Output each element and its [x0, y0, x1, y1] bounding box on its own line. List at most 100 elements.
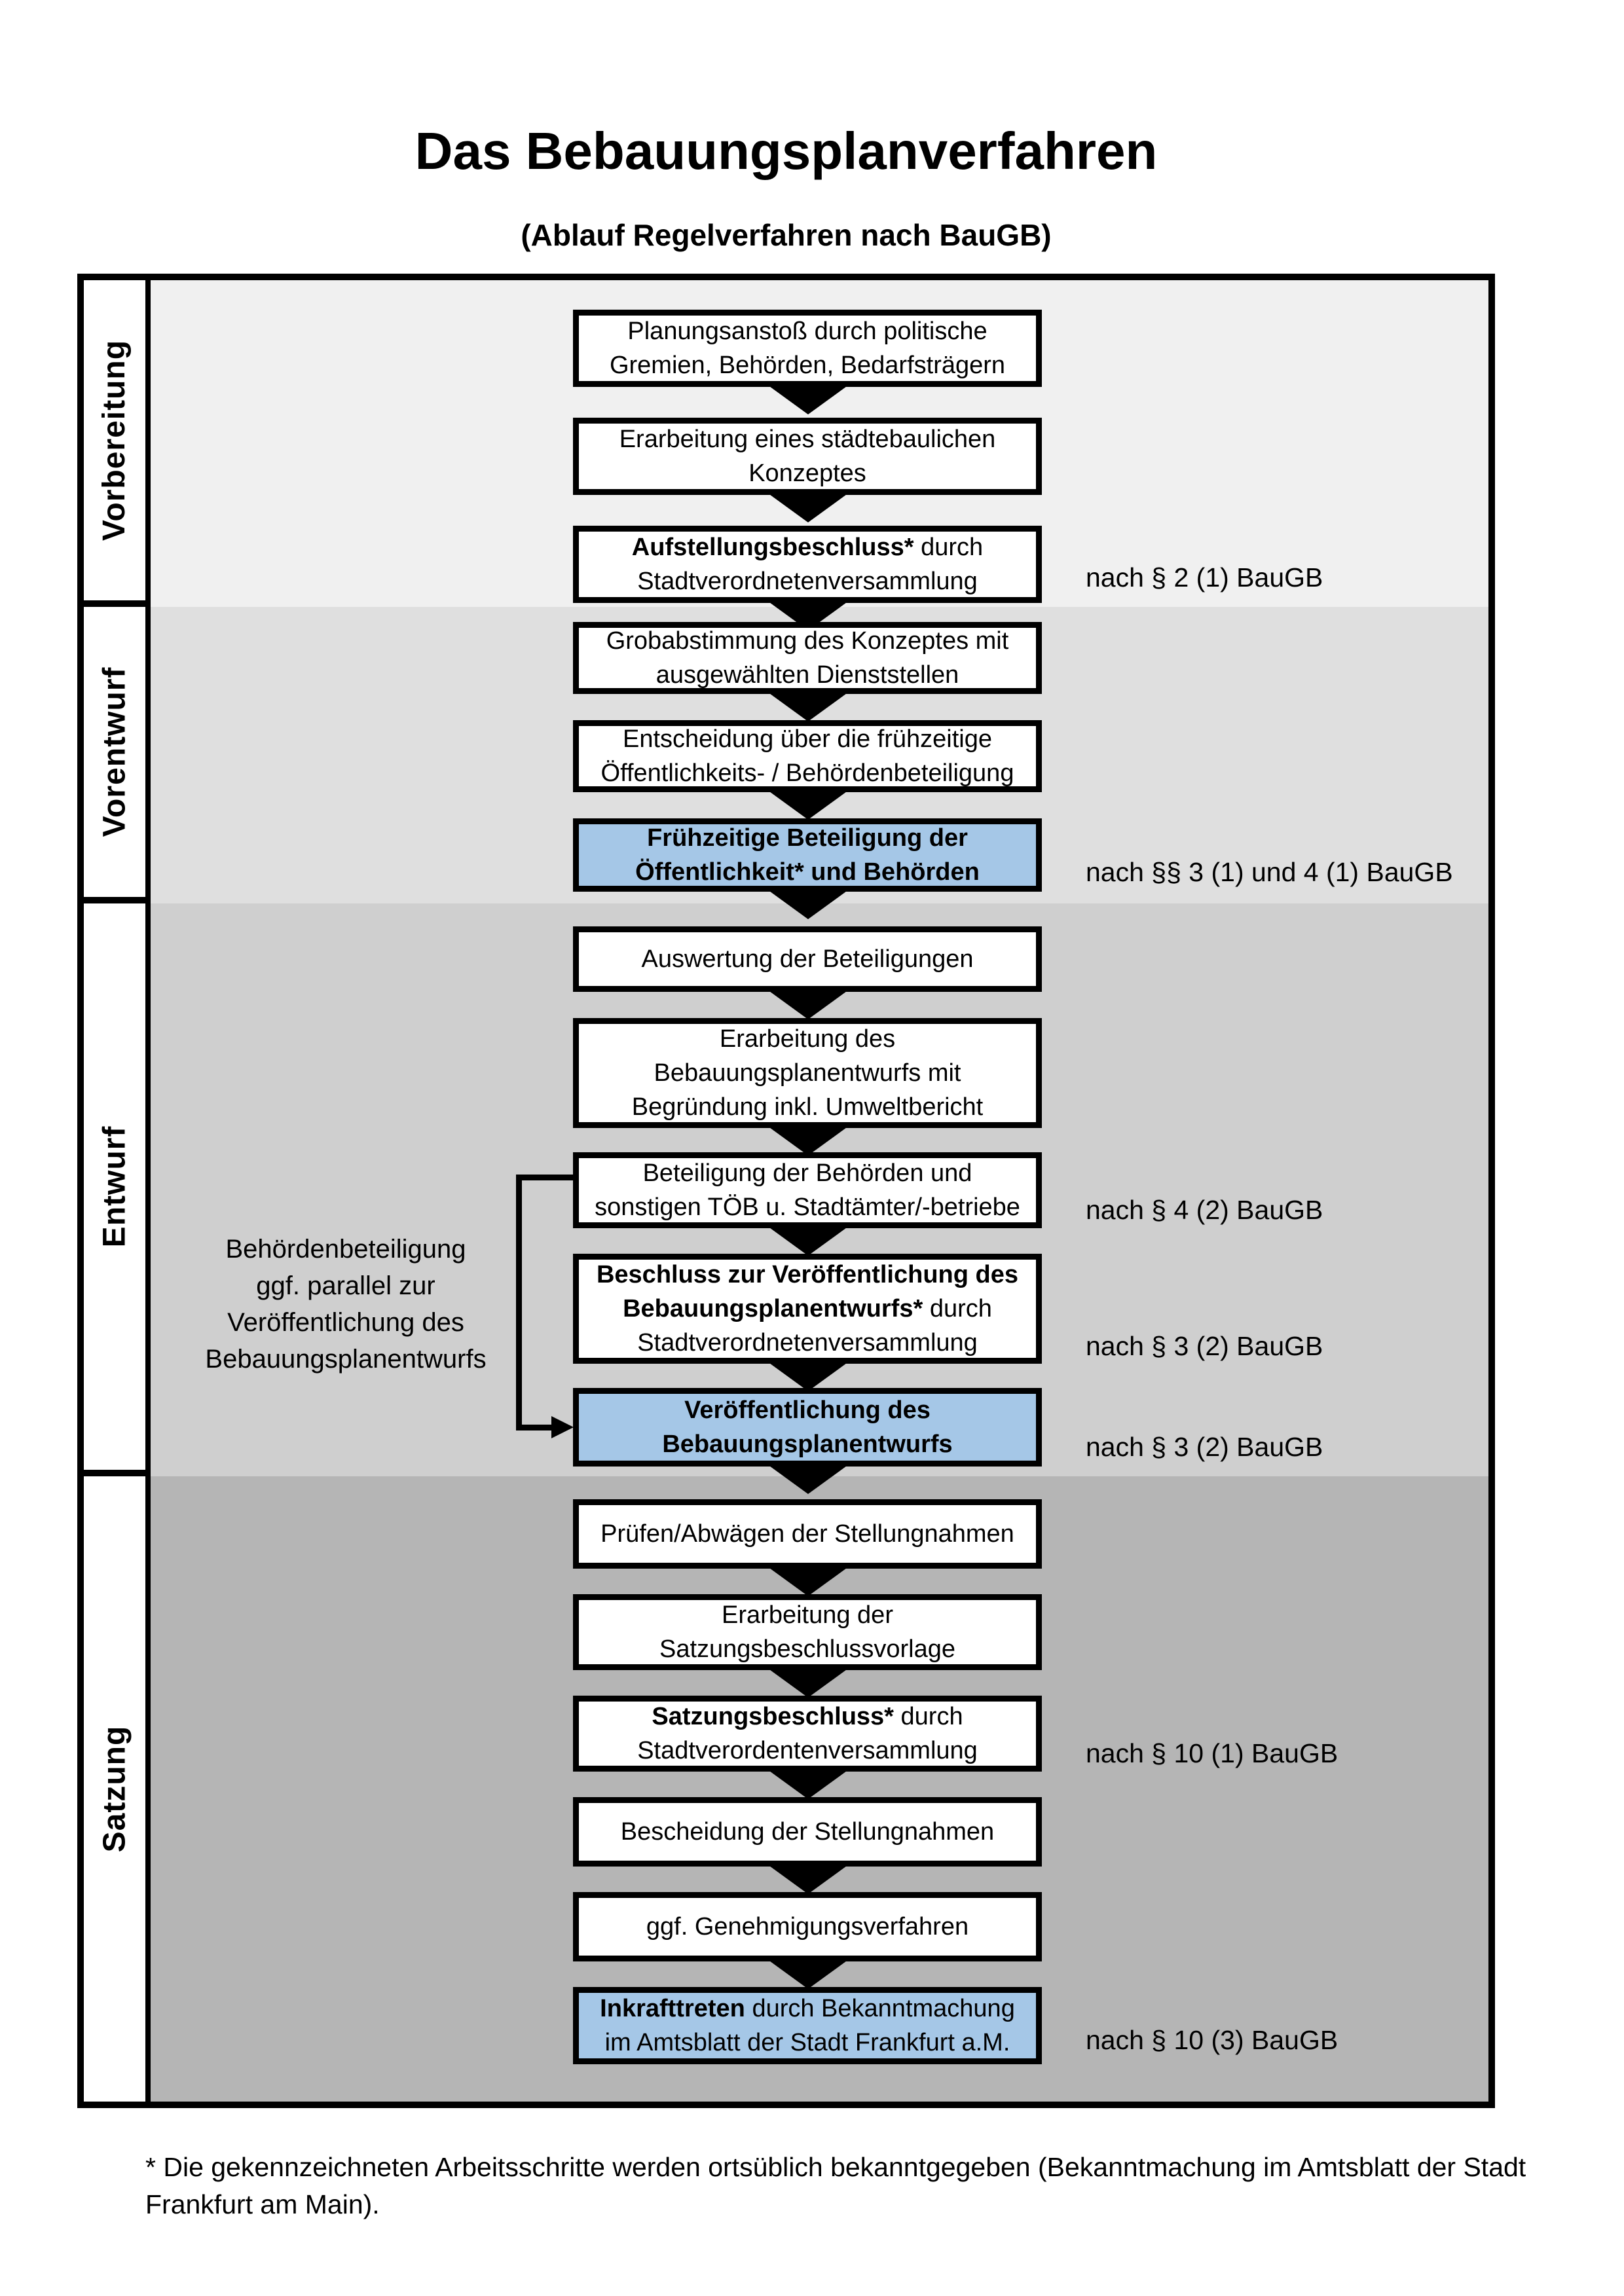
step-text-line: Öffentlichkeit* und Behörden	[635, 855, 980, 889]
arrow-down-icon	[765, 690, 851, 721]
legal-reference: nach § 3 (2) BauGB	[1086, 1432, 1323, 1462]
step-text-line: Konzeptes	[748, 456, 866, 490]
flow-step-grobabstimmung: Grobabstimmung des Konzeptes mit ausgewä…	[573, 622, 1042, 694]
legal-reference: nach § 10 (3) BauGB	[1086, 2025, 1338, 2055]
step-text: durch	[913, 534, 984, 561]
step-text: Erarbeitung der	[722, 1601, 893, 1629]
step-text: Bescheidung der Stellungnahmen	[620, 1818, 995, 1846]
legal-reference: nach § 3 (2) BauGB	[1086, 1331, 1323, 1361]
flow-step-inkrafttreten: Inkrafttreten durch Bekanntmachung im Am…	[573, 1987, 1042, 2064]
flow-step-beschluss-veroeffentlichung: Beschluss zur Veröffentlichung des Bebau…	[573, 1254, 1042, 1364]
arrow-down-icon	[765, 491, 851, 522]
step-text-bold: Satzungsbeschluss*	[652, 1703, 894, 1730]
arrow-down-icon	[765, 1124, 851, 1156]
arrow-down-icon	[765, 1565, 851, 1596]
step-text-line: Satzungsbeschluss* durch	[652, 1700, 963, 1734]
legal-reference: nach § 4 (2) BauGB	[1086, 1195, 1323, 1225]
step-text-line: Stadtverordnetenversammlung	[637, 1326, 978, 1360]
phase-label-text: Vorbereitung	[97, 339, 132, 541]
step-text-line: Veröffentlichung des	[684, 1393, 931, 1427]
phase-label-vorbereitung: Vorbereitung	[84, 280, 145, 607]
step-text: Prüfen/Abwägen der Stellungnahmen	[600, 1520, 1014, 1548]
step-text-line: Grobabstimmung des Konzeptes mit	[606, 624, 1009, 658]
step-text-line: Inkrafttreten durch Bekanntmachung	[600, 1992, 1015, 2026]
legal-reference: nach §§ 3 (1) und 4 (1) BauGB	[1086, 857, 1453, 887]
step-text: Öffentlichkeits- / Behördenbeteiligung	[600, 759, 1014, 787]
step-text-line: Planungsanstoß durch politische	[627, 314, 987, 348]
step-text-line: Auswertung der Beteiligungen	[641, 942, 973, 976]
arrow-down-icon	[765, 1463, 851, 1494]
step-text-line: Bebauungsplanentwurfs* durch	[623, 1292, 992, 1326]
phase-label-satzung: Satzung	[84, 1476, 145, 2102]
connector-line-top	[516, 1175, 573, 1180]
step-text-line: Gremien, Behörden, Bedarfsträgern	[610, 348, 1005, 382]
arrow-down-icon	[765, 788, 851, 820]
flow-step-veroeffentlichung: Veröffentlichung des Bebauungsplanentwur…	[573, 1388, 1042, 1467]
phase-label-column: Vorbereitung Vorentwurf Entwurf Satzung	[84, 280, 151, 2102]
step-text: durch	[923, 1295, 992, 1322]
flow-step-satzungsbeschlussvorlage: Erarbeitung der Satzungsbeschlussvorlage	[573, 1594, 1042, 1670]
step-text-line: Erarbeitung eines städtebaulichen	[619, 422, 996, 456]
step-text: Grobabstimmung des Konzeptes mit	[606, 627, 1009, 655]
flow-step-erarbeitung-entwurf: Erarbeitung des Bebauungsplanentwurfs mi…	[573, 1018, 1042, 1128]
step-text-line: Erarbeitung der	[722, 1598, 893, 1632]
diagram-inner: Vorbereitung Vorentwurf Entwurf Satzung …	[84, 280, 1488, 2102]
arrow-down-icon	[765, 1958, 851, 1989]
flow-step-entscheidung-beteiligung: Entscheidung über die frühzeitige Öffent…	[573, 720, 1042, 792]
side-note-line: Bebauungsplanentwurfs	[205, 1345, 487, 1374]
flow-step-satzungsbeschluss: Satzungsbeschluss* durch Stadtverordente…	[573, 1696, 1042, 1772]
flow-step-planungsanstoss: Planungsanstoß durch politische Gremien,…	[573, 310, 1042, 387]
side-note-line: ggf. parallel zur	[256, 1271, 435, 1300]
footnote-line: Frankfurt am Main).	[145, 2189, 380, 2219]
flow-step-behoerdenbeteiligung: Beteiligung der Behörden und sonstigen T…	[573, 1152, 1042, 1228]
connector-arrow-right-icon	[551, 1416, 574, 1438]
arrow-down-icon	[765, 1863, 851, 1894]
side-note: Behördenbeteiligung ggf. parallel zur Ve…	[162, 1231, 529, 1377]
step-text: Bebauungsplanentwurfs mit	[654, 1059, 961, 1087]
phase-label-text: Vorentwurf	[97, 666, 132, 837]
side-note-line: Behördenbeteiligung	[225, 1235, 466, 1264]
step-text-line: Prüfen/Abwägen der Stellungnahmen	[600, 1517, 1014, 1551]
step-text: durch Bekanntmachung	[745, 1995, 1015, 2022]
flow-step-genehmigungsverfahren: ggf. Genehmigungsverfahren	[573, 1892, 1042, 1961]
step-text: Beteiligung der Behörden und	[642, 1159, 972, 1187]
step-text: Erarbeitung des	[719, 1025, 896, 1053]
footnote-line: * Die gekennzeichneten Arbeitsschritte w…	[145, 2152, 1526, 2182]
flow-step-fruehzeitige-beteiligung: Frühzeitige Beteiligung der Öffentlichke…	[573, 818, 1042, 892]
step-text-line: Bescheidung der Stellungnahmen	[621, 1815, 994, 1849]
page-title: Das Bebauungsplanverfahren	[415, 122, 1158, 180]
step-text-line: Bebauungsplanentwurfs	[662, 1427, 952, 1461]
step-text: ausgewählten Dienststellen	[655, 661, 959, 689]
step-text-line: Beteiligung der Behörden und	[643, 1156, 972, 1190]
step-text-bold: Öffentlichkeit* und Behörden	[635, 858, 980, 886]
flow-step-auswertung: Auswertung der Beteiligungen	[573, 926, 1042, 992]
connector-line-vertical	[516, 1175, 522, 1430]
step-text: Konzeptes	[748, 460, 866, 487]
step-text: durch	[893, 1703, 963, 1730]
phase-label-text: Entwurf	[97, 1125, 132, 1248]
arrow-down-icon	[765, 383, 851, 414]
step-text-bold: Bebauungsplanentwurfs	[662, 1430, 953, 1458]
arrow-down-icon	[765, 1768, 851, 1799]
step-text-bold: Beschluss zur Veröffentlichung des	[596, 1261, 1019, 1288]
arrow-down-icon	[765, 888, 851, 919]
step-text: Auswertung der Beteiligungen	[641, 945, 974, 973]
arrow-down-icon	[765, 988, 851, 1019]
step-text-line: Satzungsbeschlussvorlage	[659, 1632, 955, 1666]
step-text: im Amtsblatt der Stadt Frankfurt a.M.	[604, 2029, 1010, 2056]
legal-reference: nach § 2 (1) BauGB	[1086, 562, 1323, 592]
phase-label-entwurf: Entwurf	[84, 903, 145, 1476]
arrow-down-icon	[765, 1666, 851, 1698]
step-text: sonstigen TÖB u. Stadtämter/-betriebe	[595, 1194, 1020, 1221]
step-text-line: Stadtverordentenversammlung	[637, 1734, 978, 1768]
step-text-line: Entscheidung über die frühzeitige	[623, 722, 992, 756]
arrow-down-icon	[765, 1360, 851, 1391]
step-text: Begründung inkl. Umweltbericht	[631, 1093, 984, 1121]
step-text-bold: Bebauungsplanentwurfs*	[623, 1295, 923, 1322]
step-text-line: ausgewählten Dienststellen	[656, 658, 959, 692]
step-text-line: im Amtsblatt der Stadt Frankfurt a.M.	[605, 2026, 1010, 2060]
step-text-line: Aufstellungsbeschluss* durch	[632, 530, 983, 564]
step-text: Planungsanstoß durch politische	[627, 318, 987, 345]
step-text: ggf. Genehmigungsverfahren	[646, 1913, 969, 1941]
